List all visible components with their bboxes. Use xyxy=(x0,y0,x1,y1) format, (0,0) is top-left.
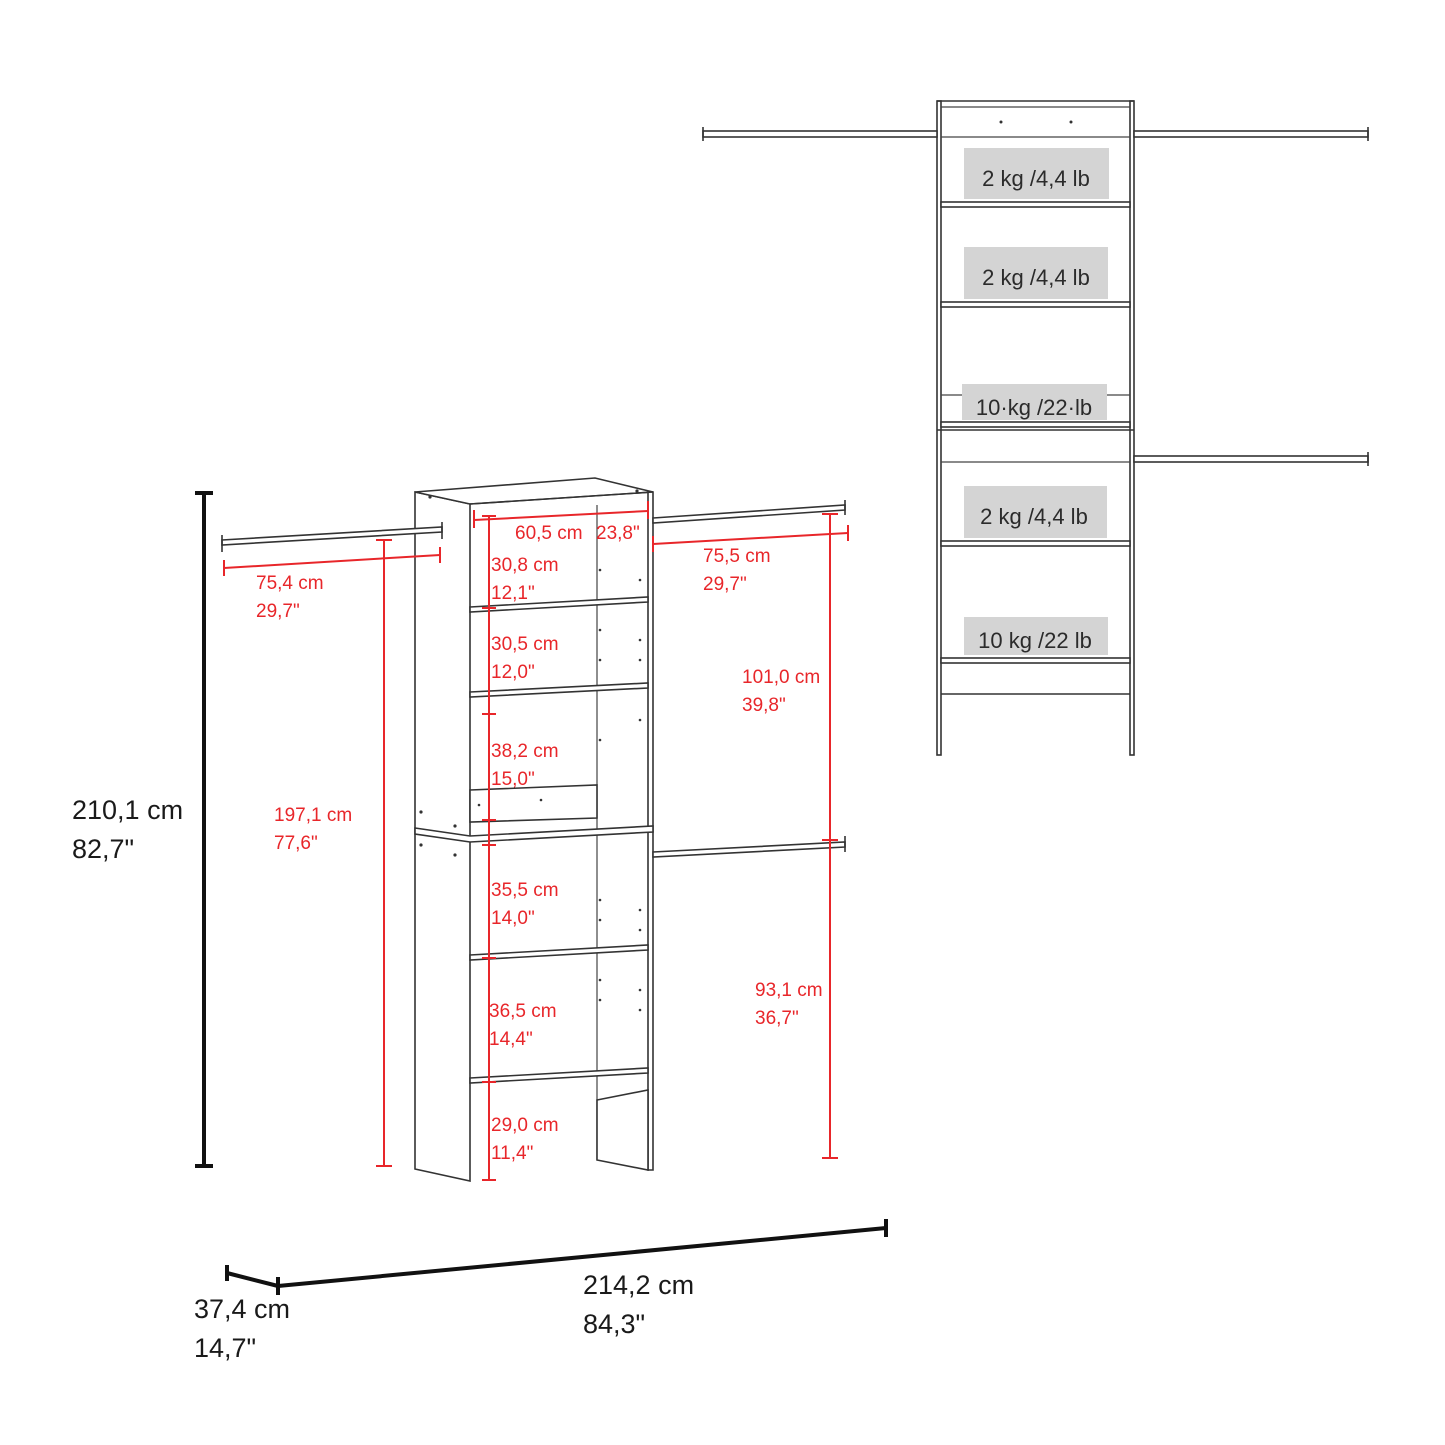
left-rod-height-in: 77,6" xyxy=(274,833,318,854)
compartment-1-in: 12,1" xyxy=(491,583,535,604)
compartment-4-in: 14,0" xyxy=(491,908,535,929)
front-shelf xyxy=(940,201,1131,208)
red-dimensions: 75,4 cm 29,7" 197,1 cm 77,6" 60,5 cm 23,… xyxy=(223,501,849,1181)
overall-width-in: 84,3" xyxy=(583,1309,645,1339)
front-shelves xyxy=(937,201,1134,695)
weight-badge xyxy=(964,247,1108,299)
front-shelf xyxy=(940,540,1131,547)
tower-shelves xyxy=(414,596,654,1084)
compartment-4-cm: 35,5 cm xyxy=(491,880,559,901)
weight-badge xyxy=(962,384,1107,420)
front-right-upper-rod xyxy=(1133,130,1369,138)
right-lower-rod xyxy=(652,841,846,858)
front-rods xyxy=(702,127,1369,466)
overall-depth-cm: 37,4 cm xyxy=(194,1294,290,1324)
tower-shelf xyxy=(469,682,649,698)
weight-label: 2 kg /4,4 lb xyxy=(982,166,1090,191)
right-lower-rod-height-cm: 93,1 cm xyxy=(755,980,823,1001)
overall-dimensions: 210,1 cm 82,7" 37,4 cm 14,7" 214,2 cm 84… xyxy=(72,491,888,1363)
right-upper-rod-height-cm: 101,0 cm xyxy=(742,667,820,688)
right-rod-width-in: 29,7" xyxy=(703,574,747,595)
overall-height-cm: 210,1 cm xyxy=(72,795,183,825)
compartment-5-in: 14,4" xyxy=(489,1029,533,1050)
front-shelf xyxy=(940,301,1131,308)
front-elevation: 2 kg /4,4 lb 2 kg /4,4 lb 10·kg /22·lb 2… xyxy=(702,100,1369,756)
tower-width-in: 23,8" xyxy=(596,523,640,544)
compartment-6-cm: 29,0 cm xyxy=(491,1115,559,1136)
tower-shelf xyxy=(469,944,649,961)
tower-width-cm: 60,5 cm xyxy=(515,523,583,544)
overall-depth-in: 14,7" xyxy=(194,1333,256,1363)
weight-badge xyxy=(964,617,1108,655)
compartment-2-in: 12,0" xyxy=(491,662,535,683)
front-right-upright xyxy=(1129,100,1135,756)
tower-fixed-shelf xyxy=(414,825,654,843)
tower-shelf xyxy=(469,596,649,613)
compartment-3-cm: 38,2 cm xyxy=(491,741,559,762)
overall-width-cm: 214,2 cm xyxy=(583,1270,694,1300)
weight-badge xyxy=(964,148,1109,199)
weight-badge xyxy=(964,486,1107,538)
left-rod-height-cm: 197,1 cm xyxy=(274,805,352,826)
front-right-lower-rod xyxy=(1133,455,1369,463)
weight-badges: 2 kg /4,4 lb 2 kg /4,4 lb 10·kg /22·lb 2… xyxy=(962,148,1109,655)
left-rod-width-cm: 75,4 cm xyxy=(256,573,324,594)
weight-label: 2 kg /4,4 lb xyxy=(982,265,1090,290)
front-left-rod xyxy=(702,130,938,138)
compartment-3-in: 15,0" xyxy=(491,769,535,790)
weight-label: 2 kg /4,4 lb xyxy=(980,504,1088,529)
tower-shelf xyxy=(469,1067,649,1084)
front-shelf xyxy=(940,421,1131,428)
weight-label: 10 kg /22 lb xyxy=(978,628,1092,653)
perspective-view xyxy=(221,477,846,1182)
right-lower-rod-height-in: 36,7" xyxy=(755,1008,799,1029)
compartment-1-cm: 30,8 cm xyxy=(491,555,559,576)
left-rod-width-in: 29,7" xyxy=(256,601,300,622)
left-rod xyxy=(221,526,443,546)
compartment-2-cm: 30,5 cm xyxy=(491,634,559,655)
right-rod-width-cm: 75,5 cm xyxy=(703,546,771,567)
front-shelf xyxy=(940,657,1131,664)
compartment-6-in: 11,4" xyxy=(491,1143,533,1164)
compartment-5-cm: 36,5 cm xyxy=(489,1001,557,1022)
front-left-upright xyxy=(936,100,942,756)
overall-height-in: 82,7" xyxy=(72,834,134,864)
right-upper-rod xyxy=(652,504,846,524)
weight-label: 10·kg /22·lb xyxy=(976,395,1092,420)
right-upper-rod-height-in: 39,8" xyxy=(742,695,786,716)
perspective-rods xyxy=(221,500,846,858)
